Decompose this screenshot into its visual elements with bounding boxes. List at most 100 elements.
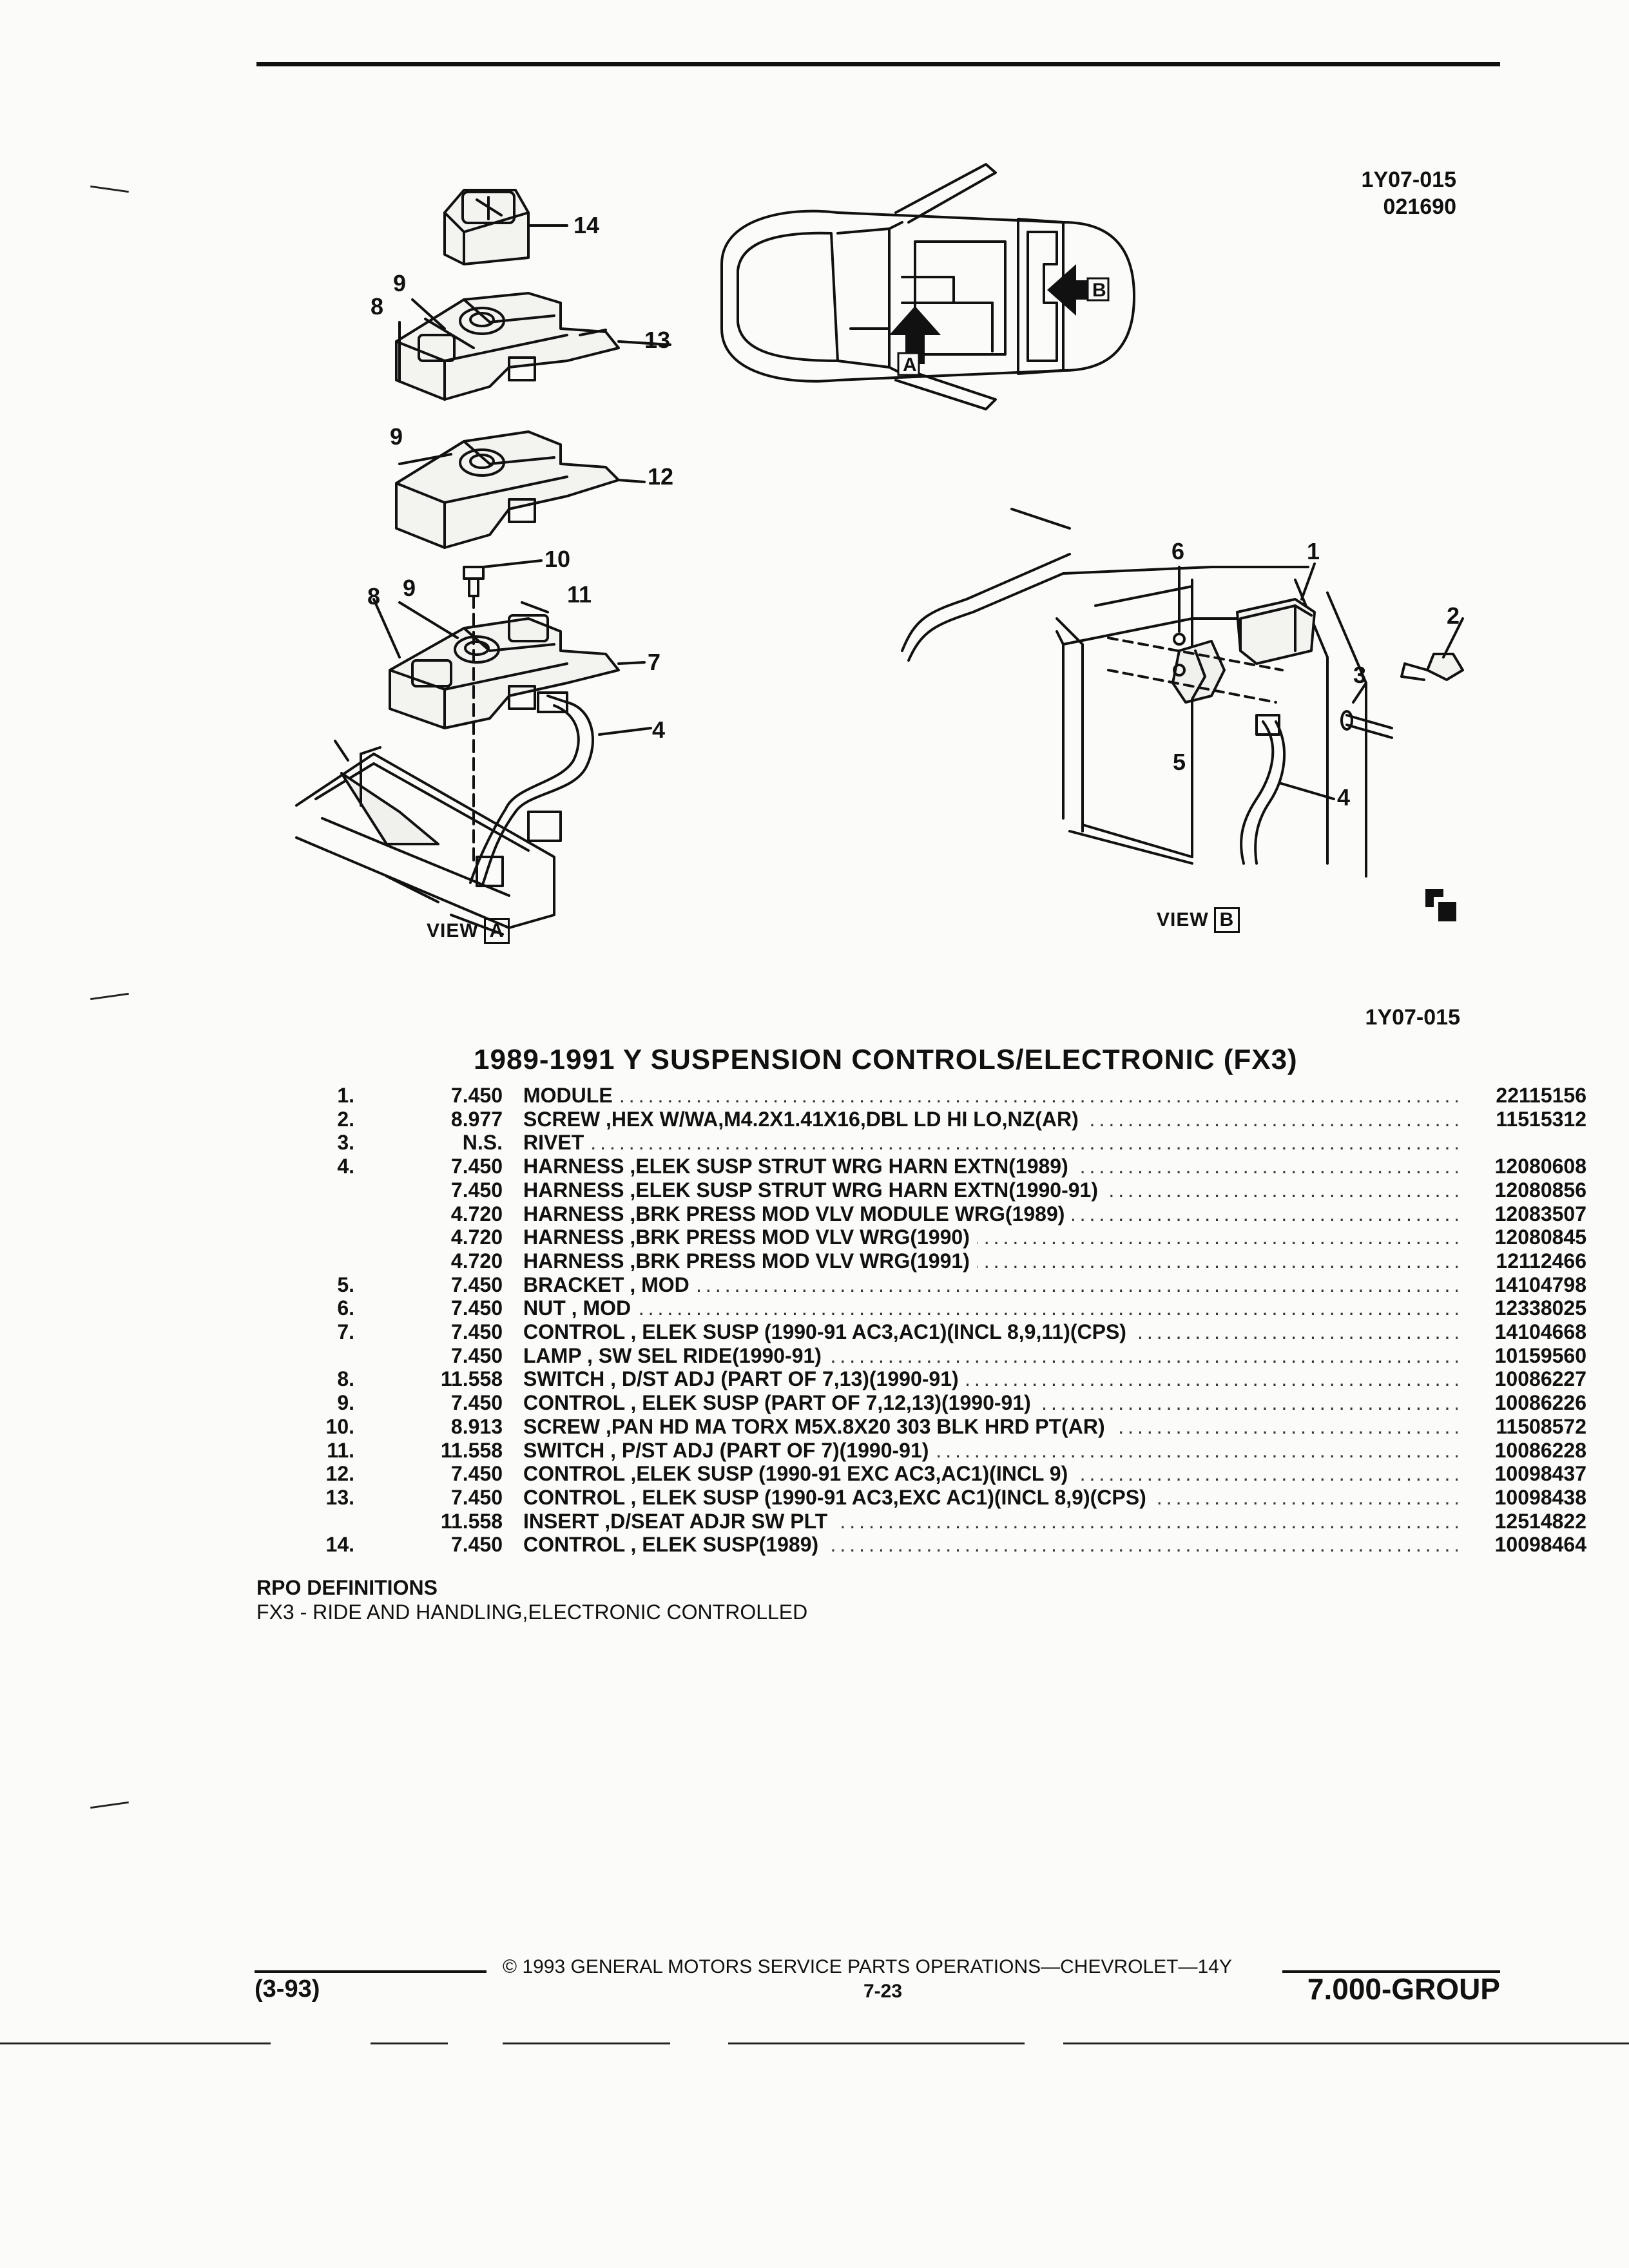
parts-row: 7.450...................................… bbox=[309, 1178, 1586, 1202]
parts-table: 1.7.450.................................… bbox=[309, 1084, 1586, 1557]
item-number: 12. bbox=[325, 1462, 354, 1486]
top-rule bbox=[256, 62, 1500, 66]
group-number: 7.450 bbox=[450, 1343, 503, 1367]
arrow-a-label: A bbox=[903, 354, 917, 376]
rpo-definition: FX3 - RIDE AND HANDLING,ELECTRONIC CONTR… bbox=[256, 1600, 808, 1624]
callout-8: 8 bbox=[367, 583, 380, 610]
callout-8: 8 bbox=[371, 293, 383, 320]
part-description: ........................................… bbox=[503, 1414, 1464, 1439]
parts-row: 11.11.558...............................… bbox=[309, 1438, 1586, 1463]
item-number: 3. bbox=[337, 1131, 354, 1155]
bottom-mark bbox=[728, 2042, 1025, 2044]
part-name: HARNESS ,ELEK SUSP STRUT WRG HARN EXTN(1… bbox=[523, 1155, 1076, 1178]
item-number bbox=[309, 1202, 354, 1226]
bottom-mark bbox=[503, 2042, 670, 2044]
part-number: 10098464 bbox=[1494, 1533, 1586, 1557]
parts-row: 13.7.450................................… bbox=[309, 1485, 1586, 1510]
part-name: CONTROL , ELEK SUSP (PART OF 7,12,13)(19… bbox=[523, 1391, 1039, 1415]
footer-rule-right bbox=[1282, 1970, 1500, 1973]
part-name: SWITCH , D/ST ADJ (PART OF 7,13)(1990-91… bbox=[523, 1367, 967, 1391]
part-number: 10098437 bbox=[1494, 1462, 1586, 1486]
callout-4: 4 bbox=[1337, 784, 1350, 811]
parts-row: 4.7.450.................................… bbox=[309, 1155, 1586, 1178]
rpo-heading: RPO DEFINITIONS bbox=[256, 1576, 438, 1599]
part-description: ........................................… bbox=[503, 1084, 1464, 1108]
callout-9: 9 bbox=[403, 575, 416, 601]
part-description: ........................................… bbox=[503, 1509, 1464, 1533]
part-description: ........................................… bbox=[503, 1438, 1464, 1463]
view-b-word: VIEW bbox=[1157, 909, 1209, 930]
part-name: RIVET bbox=[523, 1131, 592, 1155]
callout-5: 5 bbox=[1173, 749, 1186, 775]
callout-6: 6 bbox=[1171, 538, 1184, 564]
item-number bbox=[309, 1510, 354, 1533]
leader-dots: ........................................… bbox=[523, 1084, 1458, 1107]
part-number: 10086226 bbox=[1494, 1391, 1586, 1415]
callout-12: 12 bbox=[648, 463, 673, 490]
part-name: CONTROL , ELEK SUSP (1990-91 AC3,EXC AC1… bbox=[523, 1485, 1154, 1509]
parts-table-body: 1.7.450.................................… bbox=[309, 1084, 1586, 1557]
item-number bbox=[309, 1225, 354, 1249]
part-number: 12080845 bbox=[1494, 1225, 1586, 1249]
item-number bbox=[309, 1178, 354, 1202]
rpo-section: RPO DEFINITIONS FX3 - RIDE AND HANDLING,… bbox=[256, 1575, 807, 1624]
callout-7: 7 bbox=[648, 649, 660, 675]
item-number: 4. bbox=[337, 1155, 354, 1178]
item-number: 7. bbox=[337, 1320, 354, 1344]
view-a-callouts: 14 9 8 13 9 12 10 8 9 11 7 4 bbox=[367, 212, 673, 743]
parts-row: 6.7.450.................................… bbox=[309, 1296, 1586, 1320]
part-description: ........................................… bbox=[503, 1533, 1464, 1557]
callout-14: 14 bbox=[574, 212, 599, 238]
page-title: 1989-1991 Y SUSPENSION CONTROLS/ELECTRON… bbox=[474, 1044, 1298, 1075]
group-number: 7.450 bbox=[450, 1391, 503, 1415]
view-b-callouts: 6 1 2 3 5 4 bbox=[1171, 538, 1460, 811]
part-number: 14104668 bbox=[1494, 1320, 1586, 1344]
part-name: LAMP , SW SEL RIDE(1990-91) bbox=[523, 1343, 829, 1367]
control-13-drawing bbox=[395, 292, 671, 401]
footer-date: (3-93) bbox=[255, 1975, 320, 2003]
callout-9: 9 bbox=[390, 423, 403, 450]
part-number: 10086227 bbox=[1494, 1367, 1586, 1391]
parts-row: 11.558..................................… bbox=[309, 1509, 1586, 1533]
group-number: 11.558 bbox=[440, 1509, 503, 1533]
item-number: 11. bbox=[327, 1438, 354, 1462]
arrow-a-icon bbox=[889, 306, 941, 364]
callout-2: 2 bbox=[1447, 602, 1460, 629]
group-number: 4.720 bbox=[450, 1202, 503, 1225]
illustration-code-bottom: 1Y07-015 bbox=[1365, 1005, 1460, 1030]
bottom-mark bbox=[1063, 2042, 1629, 2044]
parts-row: 2.8.977.................................… bbox=[309, 1107, 1586, 1131]
group-number: 7.450 bbox=[450, 1084, 503, 1107]
view-b-logo-icon bbox=[1425, 889, 1456, 921]
group-number: 4.720 bbox=[450, 1249, 503, 1273]
parts-row: 4.720...................................… bbox=[309, 1249, 1586, 1273]
part-description: ........................................… bbox=[503, 1131, 1464, 1155]
item-number: 9. bbox=[337, 1391, 354, 1415]
parts-row: 9.7.450.................................… bbox=[309, 1391, 1586, 1415]
part-number: 22115156 bbox=[1496, 1084, 1586, 1107]
margin-mark bbox=[90, 1801, 129, 1809]
part-number: 10086228 bbox=[1494, 1438, 1586, 1462]
footer-group: 7.000-GROUP bbox=[1307, 1972, 1500, 2006]
group-number: 7.450 bbox=[450, 1273, 503, 1296]
parts-illustration: A B 14 9 8 13 9 12 10 8 9 11 7 4 6 1 2 3… bbox=[295, 163, 1464, 936]
parts-row: 4.720...................................… bbox=[309, 1202, 1586, 1226]
callout-3: 3 bbox=[1353, 662, 1366, 688]
leader-dots: ........................................… bbox=[523, 1131, 1458, 1155]
view-b-letter: B bbox=[1213, 907, 1240, 933]
part-name: NUT , MOD bbox=[523, 1296, 639, 1320]
view-a-word: VIEW bbox=[427, 920, 479, 941]
part-description: ........................................… bbox=[503, 1178, 1464, 1202]
part-number: 12514822 bbox=[1494, 1509, 1586, 1533]
part-description: ........................................… bbox=[503, 1462, 1464, 1486]
callout-1: 1 bbox=[1307, 538, 1320, 564]
part-description: ........................................… bbox=[503, 1296, 1464, 1320]
part-number bbox=[1464, 1131, 1586, 1155]
illustration-code: 1Y07-015 021690 bbox=[1362, 166, 1456, 220]
view-a-letter: A bbox=[483, 918, 510, 944]
illustration-code-1: 1Y07-015 bbox=[1361, 168, 1456, 192]
item-number: 13. bbox=[325, 1485, 354, 1509]
item-number: 5. bbox=[337, 1273, 354, 1296]
group-number: 11.558 bbox=[440, 1367, 503, 1391]
